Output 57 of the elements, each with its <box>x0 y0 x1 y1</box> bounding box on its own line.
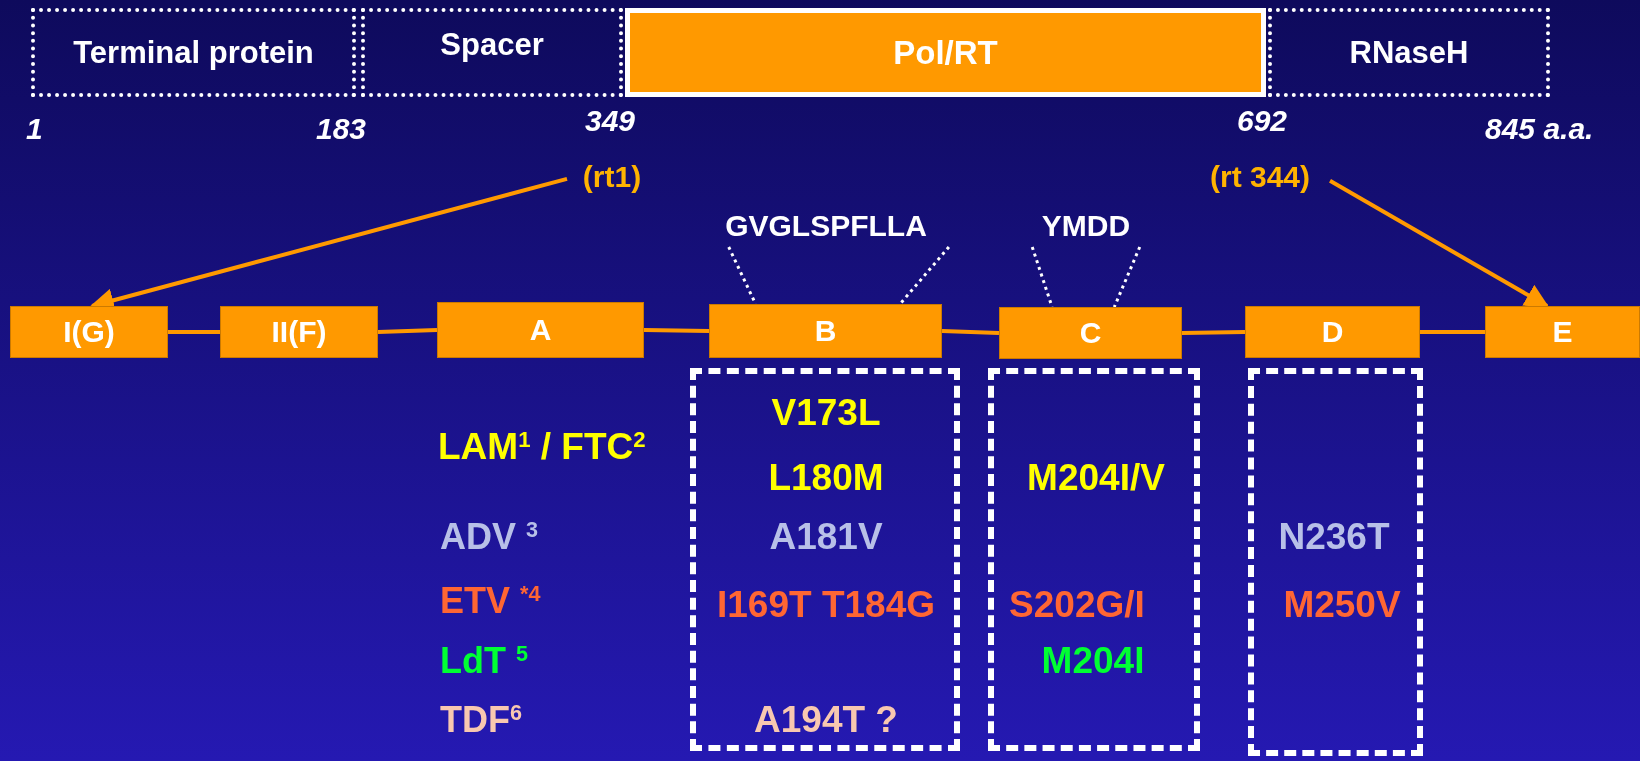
motif-sequence-label: GVGLSPFLLA <box>698 205 954 247</box>
domain-box <box>1268 8 1550 97</box>
domain-label: C <box>1079 316 1102 350</box>
dashed-region-box <box>1248 368 1423 756</box>
position-number: 183 <box>316 112 367 146</box>
motif-sequence-label: YMDD <box>1030 205 1142 247</box>
domain-box <box>31 8 356 97</box>
mutation-label: A181V <box>769 516 883 558</box>
mutation-label: M204I/V <box>1027 457 1165 499</box>
domain-label: Pol/RT <box>893 33 998 72</box>
connector-line <box>377 328 438 334</box>
drug-label: LAM$^{1}$ / FTC$^{2}$ <box>438 426 646 468</box>
domain-label: I(G) <box>63 315 115 349</box>
domain-label: B <box>814 314 837 348</box>
position-label: (rt1) <box>567 158 657 196</box>
mutation-label: M204I <box>1041 640 1145 682</box>
position-number: 845 a.a. <box>1485 112 1594 146</box>
position-number: 349 <box>585 104 636 138</box>
motif-box <box>220 306 378 358</box>
domain-label: RNaseH <box>1349 34 1469 71</box>
domain-label: A <box>529 313 552 347</box>
connector-line <box>1181 330 1246 335</box>
drug-label: ETV $^{*4}$ <box>440 580 541 622</box>
domain-box <box>625 8 1266 97</box>
drug-label: LdT $^{5}$ <box>440 640 528 682</box>
connector-line <box>941 329 1000 335</box>
domain-label: D <box>1321 315 1344 349</box>
motif-box <box>437 302 644 358</box>
dashed-region-box <box>690 368 960 751</box>
connector-line <box>1420 330 1485 334</box>
domain-label: Terminal protein <box>73 34 314 71</box>
motif-box <box>709 304 942 358</box>
motif-box <box>10 306 168 358</box>
mutation-label: N236T <box>1278 516 1390 558</box>
drug-label: ADV $^{3}$ <box>440 516 539 558</box>
arrow <box>1329 179 1550 308</box>
leader-line <box>1112 246 1142 308</box>
drug-label: TDF$^{6}$ <box>440 699 522 741</box>
mutation-label: M250V <box>1283 584 1401 626</box>
position-number: 692 <box>1237 104 1288 138</box>
motif-box <box>1485 306 1640 358</box>
position-label: (rt 344) <box>1190 158 1330 196</box>
mutation-label: L180M <box>768 457 884 499</box>
mutation-label: I169T T184G <box>717 584 935 626</box>
mutation-label: S202G/I <box>1009 584 1145 626</box>
mutation-label: A194T ? <box>754 699 898 741</box>
position-number: 1 <box>26 112 43 146</box>
dashed-region-box <box>988 368 1200 751</box>
connector-line <box>168 330 220 334</box>
mutation-label: V173L <box>771 392 881 434</box>
domain-label: E <box>1552 315 1573 349</box>
motif-box <box>1245 306 1420 358</box>
motif-box <box>999 307 1182 359</box>
leader-line <box>898 246 950 305</box>
domain-label: Spacer <box>440 26 544 63</box>
domain-label: II(F) <box>271 315 327 349</box>
connector-line <box>643 328 710 333</box>
